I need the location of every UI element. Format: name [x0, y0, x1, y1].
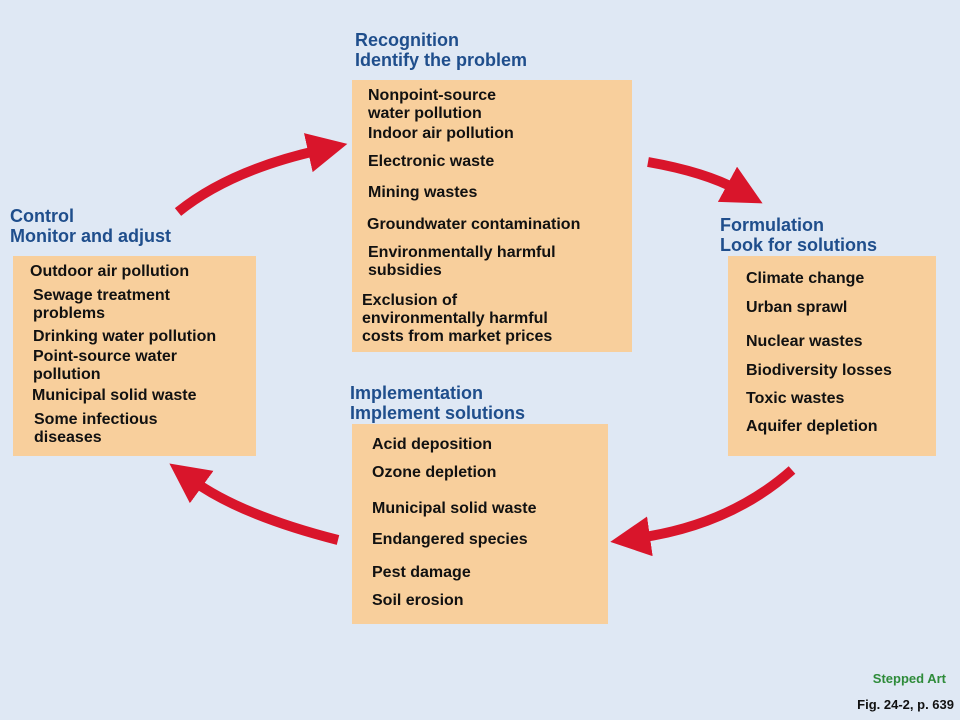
- recognition-item: Electronic waste: [368, 153, 495, 170]
- control-item: Point-source water pollution: [33, 348, 178, 383]
- recognition-item: Nonpoint-source water pollution: [368, 87, 496, 122]
- formulation-item: Toxic wastes: [746, 390, 845, 407]
- implementation-box: Acid deposition Ozone depletion Municipa…: [352, 424, 608, 624]
- formulation-heading: Formulation: [720, 215, 824, 235]
- control-item: Some infectious diseases: [34, 411, 158, 446]
- formulation-item: Climate change: [746, 270, 865, 287]
- arrow-implementation-to-control: [169, 463, 340, 545]
- implementation-subheading: Implement solutions: [350, 403, 526, 423]
- recognition-box: Nonpoint-source water pollution Indoor a…: [352, 80, 632, 352]
- control-box: Outdoor air pollution Sewage treatment p…: [13, 256, 256, 456]
- recognition-item: Exclusion of environmentally harmful cos…: [362, 292, 553, 345]
- formulation-box: Climate change Urban sprawl Nuclear wast…: [728, 256, 936, 456]
- control-heading: Control: [10, 206, 74, 226]
- implementation-item: Pest damage: [372, 564, 471, 581]
- control-item: Outdoor air pollution: [30, 263, 190, 280]
- recognition-title: Recognition Identify the problem: [355, 30, 527, 70]
- implementation-item: Acid deposition: [372, 436, 492, 453]
- arrow-recognition-to-formulation: [647, 157, 763, 204]
- formulation-item: Biodiversity losses: [746, 362, 892, 379]
- control-title: Control Monitor and adjust: [10, 206, 171, 246]
- arrow-formulation-to-implementation: [610, 466, 796, 557]
- implementation-title: Implementation Implement solutions: [350, 383, 525, 423]
- implementation-heading: Implementation: [350, 383, 484, 403]
- formulation-item: Aquifer depletion: [746, 418, 878, 435]
- arrow-control-to-recognition: [174, 133, 348, 216]
- implementation-item: Ozone depletion: [372, 464, 497, 481]
- formulation-title: Formulation Look for solutions: [720, 215, 877, 255]
- recognition-heading: Recognition: [355, 30, 459, 50]
- formulation-item: Urban sprawl: [746, 299, 848, 316]
- control-subheading: Monitor and adjust: [10, 226, 171, 246]
- implementation-item: Soil erosion: [372, 592, 464, 609]
- recognition-item: Indoor air pollution: [368, 125, 514, 142]
- formulation-item: Nuclear wastes: [746, 333, 863, 350]
- recognition-item: Groundwater contamination: [367, 216, 581, 233]
- stepped-art-label: Stepped Art: [872, 671, 946, 686]
- formulation-subheading: Look for solutions: [720, 235, 877, 255]
- implementation-item: Municipal solid waste: [372, 500, 537, 517]
- control-item: Drinking water pollution: [33, 328, 217, 345]
- control-item: Sewage treatment problems: [33, 287, 170, 322]
- implementation-item: Endangered species: [372, 531, 528, 548]
- recognition-item: Mining wastes: [368, 184, 478, 201]
- figure-caption: Fig. 24-2, p. 639: [857, 697, 954, 712]
- control-item: Municipal solid waste: [32, 387, 197, 404]
- recognition-subheading: Identify the problem: [355, 50, 528, 70]
- recognition-item: Environmentally harmful subsidies: [368, 244, 556, 279]
